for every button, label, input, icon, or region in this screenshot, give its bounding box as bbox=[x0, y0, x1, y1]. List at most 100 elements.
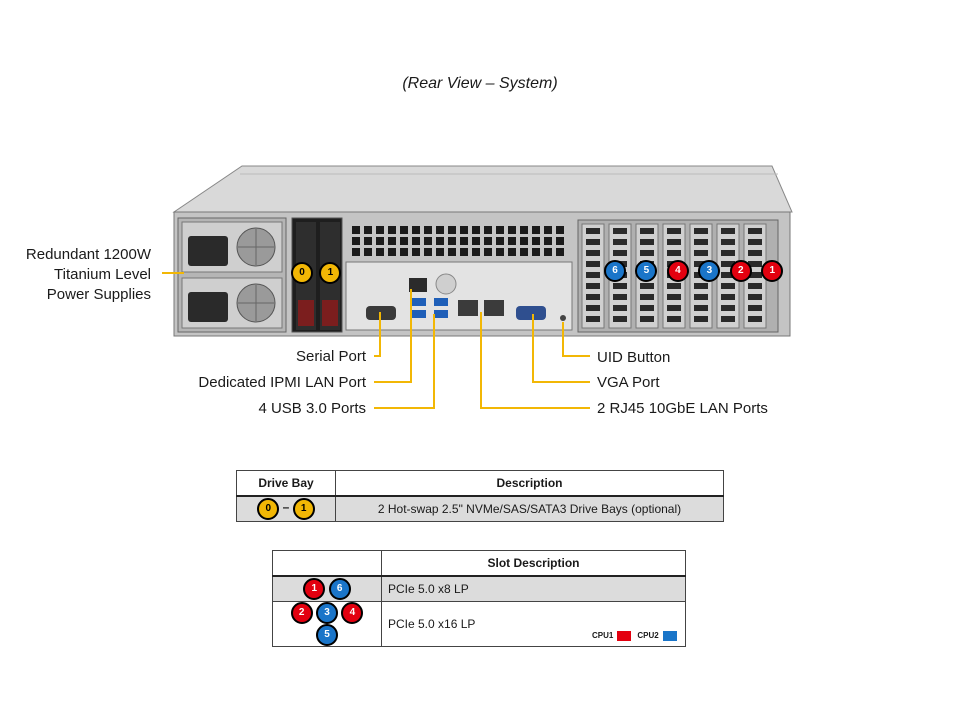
slot-vent bbox=[613, 250, 627, 256]
drive-bay-badge: 0 bbox=[291, 262, 313, 284]
vent-hole bbox=[532, 226, 540, 234]
slot-vent bbox=[667, 239, 681, 245]
vent-hole bbox=[412, 248, 420, 256]
slot-vent bbox=[586, 294, 600, 300]
chassis-top bbox=[172, 165, 793, 213]
vga-port-label: VGA Port bbox=[597, 374, 660, 391]
slot-vent bbox=[694, 316, 708, 322]
vent-hole bbox=[520, 248, 528, 256]
vent-hole bbox=[556, 226, 564, 234]
slot-vent bbox=[748, 261, 762, 267]
slot-badge: 5 bbox=[635, 260, 658, 282]
slot-description: PCIe 5.0 x8 LP bbox=[381, 575, 686, 602]
cpu2-legend-label: CPU2 bbox=[637, 631, 659, 641]
slot-vent bbox=[586, 261, 600, 267]
usb-port bbox=[434, 310, 448, 318]
slot-vent bbox=[613, 239, 627, 245]
table-header: Description bbox=[335, 470, 724, 497]
vent-hole bbox=[448, 226, 456, 234]
slot-vent bbox=[613, 316, 627, 322]
slot-vent bbox=[586, 272, 600, 278]
slot-vent bbox=[748, 294, 762, 300]
vent-hole bbox=[352, 226, 360, 234]
vent-hole bbox=[496, 248, 504, 256]
vent-hole bbox=[400, 226, 408, 234]
slot-vent bbox=[694, 250, 708, 256]
vent-hole bbox=[352, 248, 360, 256]
vent-hole bbox=[448, 237, 456, 245]
slot-vent bbox=[748, 316, 762, 322]
slot-vent bbox=[694, 239, 708, 245]
slot-badge: 1 bbox=[303, 578, 326, 600]
psu-label: Redundant 1200W Titanium Level Power Sup… bbox=[10, 245, 151, 305]
vent-hole bbox=[400, 248, 408, 256]
slot-vent bbox=[694, 294, 708, 300]
slot-badge-cell: 1 6 bbox=[272, 575, 382, 602]
slot-vent bbox=[721, 239, 735, 245]
table-header: Slot Description bbox=[381, 550, 686, 577]
slot-vent bbox=[667, 294, 681, 300]
drive-bay-cell: 0 – 1 bbox=[236, 495, 336, 522]
slot-vent bbox=[586, 316, 600, 322]
slot-vent bbox=[748, 272, 762, 278]
slot-badge: 2 bbox=[729, 260, 752, 282]
slot-vent bbox=[586, 239, 600, 245]
slot-vent bbox=[667, 283, 681, 289]
slot-vent bbox=[748, 239, 762, 245]
vent-hole bbox=[532, 237, 540, 245]
cpu2-swatch bbox=[662, 631, 677, 641]
drive-bay-badge: 1 bbox=[319, 262, 342, 284]
slot-vent bbox=[721, 250, 735, 256]
slot-vent bbox=[667, 228, 681, 234]
serial-port-label: Serial Port bbox=[295, 348, 366, 365]
drive-badges-on-chassis: 0 1 bbox=[291, 262, 342, 284]
slot-vent bbox=[694, 283, 708, 289]
slot-badge: 6 bbox=[604, 260, 626, 282]
slot-vent bbox=[613, 228, 627, 234]
vent-hole bbox=[472, 248, 480, 256]
vent-hole bbox=[544, 226, 552, 234]
slot-vent bbox=[640, 294, 654, 300]
slot-vent bbox=[721, 294, 735, 300]
slot-vent bbox=[640, 283, 654, 289]
slot-badge: 1 bbox=[761, 260, 784, 282]
slot-vent bbox=[748, 283, 762, 289]
vent-hole bbox=[556, 248, 564, 256]
slot-vent bbox=[586, 228, 600, 234]
lan-port-2 bbox=[484, 300, 504, 316]
ipmi-port-label: Dedicated IPMI LAN Port bbox=[198, 374, 366, 391]
vent-hole bbox=[484, 248, 492, 256]
slot-vent bbox=[748, 250, 762, 256]
slot-vent bbox=[613, 283, 627, 289]
usb-port bbox=[434, 298, 448, 306]
range-separator: – bbox=[282, 500, 290, 514]
vent-hole bbox=[484, 226, 492, 234]
slot-vent bbox=[721, 283, 735, 289]
psu-label-line: Power Supplies bbox=[46, 286, 151, 303]
slot-badge: 2 bbox=[290, 602, 313, 624]
drive-bay-badge: 1 bbox=[292, 498, 315, 520]
drive-bay-description: 2 Hot-swap 2.5" NVMe/SAS/SATA3 Drive Bay… bbox=[335, 495, 724, 522]
vent-hole bbox=[508, 226, 516, 234]
vent-hole bbox=[544, 237, 552, 245]
vent-hole bbox=[376, 226, 384, 234]
vent-hole bbox=[496, 237, 504, 245]
slot-vent bbox=[667, 250, 681, 256]
vent-hole bbox=[532, 248, 540, 256]
vent-hole bbox=[376, 237, 384, 245]
slot-vent bbox=[694, 228, 708, 234]
slot-vent bbox=[748, 305, 762, 311]
vent-hole bbox=[544, 248, 552, 256]
vent-hole bbox=[412, 237, 420, 245]
vent-hole bbox=[484, 237, 492, 245]
vent-hole bbox=[400, 237, 408, 245]
slot-vent bbox=[721, 305, 735, 311]
callout-lines bbox=[162, 272, 590, 409]
slot-vent bbox=[748, 228, 762, 234]
vent-hole bbox=[460, 248, 468, 256]
lan-port-1 bbox=[458, 300, 478, 316]
psu-label-line: Redundant 1200W bbox=[25, 246, 151, 263]
ipmi-lan-port bbox=[409, 278, 427, 292]
slot-vent bbox=[640, 250, 654, 256]
slot-vent bbox=[640, 239, 654, 245]
